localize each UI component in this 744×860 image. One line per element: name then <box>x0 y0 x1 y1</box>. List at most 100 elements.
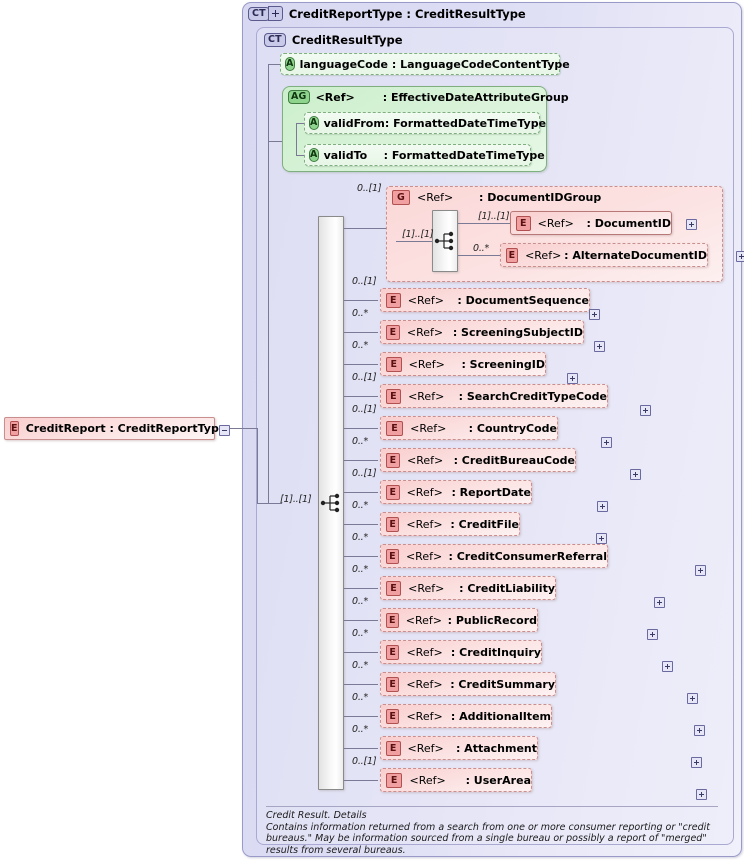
inner-type-title: CreditResultType <box>291 33 403 47</box>
expand-DocumentSequence-icon[interactable] <box>589 308 600 320</box>
expand-CreditInquiry-icon[interactable] <box>662 660 673 672</box>
connector-ag-validfrom <box>296 123 305 124</box>
expand-DocumentID-icon[interactable] <box>685 218 697 230</box>
element-ref-label: <Ref> <box>406 517 443 531</box>
group-node-header: G <Ref> : DocumentIDGroup <box>392 190 601 205</box>
element-node-ScreeningID[interactable]: E<Ref>: ScreeningID <box>380 352 546 376</box>
expand-SearchCreditTypeCode-icon[interactable] <box>640 404 651 416</box>
element-badge: E <box>10 421 19 436</box>
connector-to-group <box>344 228 386 229</box>
attribute-node-languageCode[interactable]: A languageCode : LanguageCodeContentType <box>280 53 570 75</box>
expand-CreditConsumerReferral-icon[interactable] <box>695 564 706 576</box>
expand-UserArea-icon[interactable] <box>696 788 707 800</box>
root-element-label: CreditReport : CreditReportType <box>25 422 227 435</box>
group-sequence-compositor-bar[interactable] <box>432 210 458 272</box>
element-node-ScreeningSubjectID[interactable]: E<Ref>: ScreeningSubjectID <box>380 320 584 344</box>
element-node-UserArea[interactable]: E<Ref>: UserArea <box>380 768 532 792</box>
element-node-CountryCode[interactable]: E<Ref>: CountryCode <box>380 416 558 440</box>
element-ref-label: <Ref> <box>406 709 443 723</box>
group-name-label: : DocumentIDGroup <box>479 191 602 204</box>
expand-AlternateDocumentID-icon[interactable] <box>736 250 744 262</box>
element-name-label: : ScreeningID <box>461 357 545 371</box>
attribute-badge: A <box>309 116 319 130</box>
element-node-ReportDate[interactable]: E<Ref>: ReportDate <box>380 480 532 504</box>
element-badge: E <box>506 247 519 263</box>
element-ref-label: <Ref> <box>405 549 443 563</box>
expand-outer-type-icon[interactable] <box>267 6 283 21</box>
element-ref-label: <Ref> <box>408 389 445 403</box>
element-name-label: : CreditBureauCode <box>453 453 575 467</box>
cardinality-CountryCode: 0..[1] <box>352 404 377 415</box>
connector-ag-validto <box>296 155 305 156</box>
element-badge: E <box>386 452 401 468</box>
element-node-SearchCreditTypeCode[interactable]: E<Ref>: SearchCreditTypeCode <box>380 384 608 408</box>
connector-group-in <box>396 241 432 242</box>
connector-trunk-vertical <box>257 428 258 503</box>
element-badge: E <box>386 388 402 404</box>
expand-CountryCode-icon[interactable] <box>601 436 612 448</box>
element-node-Attachment[interactable]: E<Ref>: Attachment <box>380 736 538 760</box>
element-badge: E <box>386 516 400 532</box>
element-name-label: : ScreeningSubjectID <box>452 325 583 339</box>
cardinality-Attachment: 0..* <box>352 724 369 735</box>
element-ref-label: <Ref> <box>407 741 444 755</box>
element-badge: E <box>386 708 400 724</box>
element-ref-label: <Ref> <box>406 485 443 499</box>
attribute-label-validTo: validTo: FormattedDateTimeType <box>323 148 545 162</box>
element-node-DocumentSequence[interactable]: E<Ref>: DocumentSequence <box>380 288 590 312</box>
connector-ag-trunk <box>296 123 297 155</box>
expand-CreditFile-icon[interactable] <box>596 532 607 544</box>
cardinality-ScreeningSubjectID: 0..* <box>352 308 369 319</box>
element-node-CreditLiability[interactable]: E<Ref>: CreditLiability <box>380 576 556 600</box>
element-name-label: : CreditInquiry <box>450 645 541 659</box>
connector-sequence-Attachment <box>344 748 378 749</box>
element-ref-label: <Ref> <box>407 293 445 307</box>
element-node-CreditFile[interactable]: E <Ref> : CreditFile <box>380 512 520 536</box>
inner-type-header: CT CreditResultType <box>264 33 403 47</box>
collapse-root-icon[interactable] <box>219 424 230 436</box>
expand-ScreeningID-icon[interactable] <box>567 372 578 384</box>
cardinality-DocumentID: [1]..[1] <box>478 211 510 222</box>
expand-ReportDate-icon[interactable] <box>597 500 608 512</box>
expand-CreditSummary-icon[interactable] <box>687 692 698 704</box>
group-ref-label: <Ref> <box>417 191 454 204</box>
expand-CreditLiability-icon[interactable] <box>654 596 665 608</box>
cardinality-CreditSummary: 0..* <box>352 660 369 671</box>
expand-PublicRecord-icon[interactable] <box>647 628 658 640</box>
expand-ScreeningSubjectID-icon[interactable] <box>594 340 605 352</box>
connector-sequence-AdditionalItem <box>344 716 378 717</box>
element-node-PublicRecord[interactable]: E<Ref>: PublicRecord <box>380 608 538 632</box>
connector-sequence-ScreeningSubjectID <box>344 332 378 333</box>
element-name-label: : CreditLiability <box>459 581 555 595</box>
attribute-node-validTo[interactable]: A validTo: FormattedDateTimeType <box>304 144 545 166</box>
element-node-AdditionalItem[interactable]: E <Ref> : AdditionalItem <box>380 704 552 728</box>
element-name-label: : AdditionalItem <box>450 709 551 723</box>
element-badge: E <box>386 420 404 436</box>
expand-Attachment-icon[interactable] <box>691 756 702 768</box>
expand-AdditionalItem-icon[interactable] <box>694 724 705 736</box>
cardinality-AlternateDocumentID: 0..* <box>473 243 490 254</box>
attribute-node-validFrom[interactable]: A validFrom: FormattedDateTimeType <box>304 112 546 134</box>
element-node-CreditConsumerReferral[interactable]: E<Ref>: CreditConsumerReferral <box>380 544 608 568</box>
element-ref-label: <Ref> <box>405 613 443 627</box>
element-node-AlternateDocumentID[interactable]: E <Ref> : AlternateDocumentID <box>500 243 708 267</box>
element-node-CreditSummary[interactable]: E<Ref>: CreditSummary <box>380 672 556 696</box>
element-name-label: : CreditFile <box>450 517 519 531</box>
element-node-DocumentID[interactable]: E <Ref> : DocumentID <box>510 211 672 235</box>
element-ref-label: <Ref> <box>525 248 562 262</box>
connector-sequence-CreditInquiry <box>344 652 378 653</box>
element-node-CreditBureauCode[interactable]: E <Ref> : CreditBureauCode <box>380 448 576 472</box>
element-node-CreditInquiry[interactable]: E<Ref>: CreditInquiry <box>380 640 542 664</box>
element-badge: E <box>386 612 399 628</box>
sequence-compositor-bar[interactable] <box>318 216 344 790</box>
cardinality-group-sequence: [1]..[1] <box>402 229 434 240</box>
attribute-badge: A <box>285 57 295 71</box>
connector-sequence-DocumentSequence <box>344 300 378 301</box>
element-ref-label: <Ref> <box>407 453 444 467</box>
connector-trunk-to-sequence <box>257 503 282 504</box>
element-ref-label: <Ref> <box>409 773 446 787</box>
expand-CreditBureauCode-icon[interactable] <box>630 468 641 480</box>
element-name-label: : CreditSummary <box>450 677 555 691</box>
root-element-node[interactable]: E CreditReport : CreditReportType <box>4 417 226 440</box>
